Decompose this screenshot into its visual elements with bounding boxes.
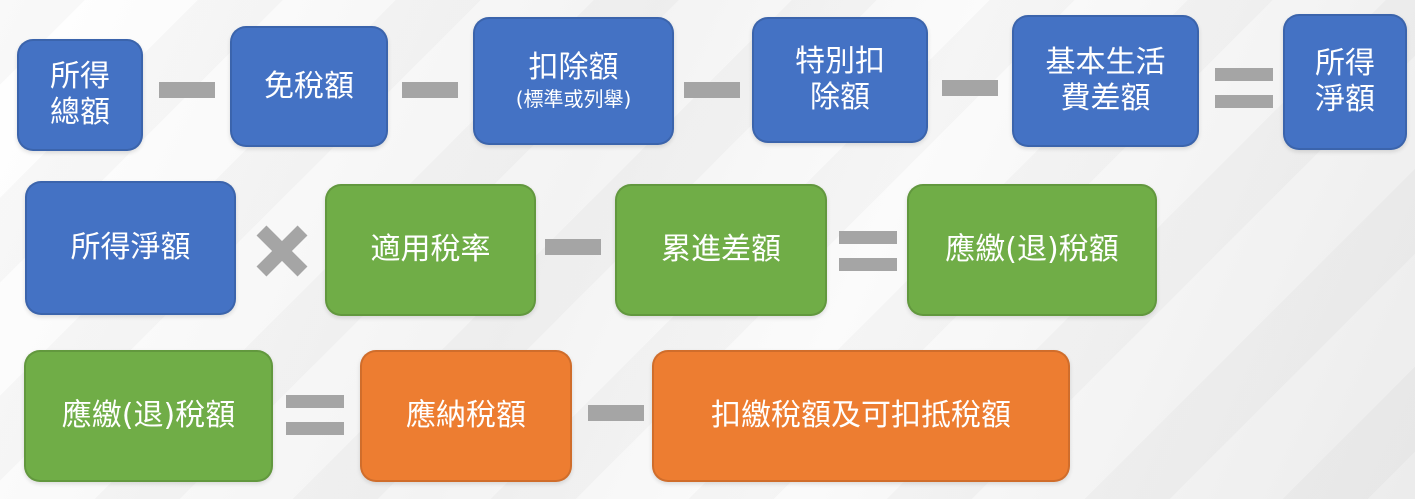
exemption-label: 免稅額: [264, 68, 354, 104]
tax-payable-label: 應繳(退)稅額: [945, 232, 1119, 267]
net-income-line2: 淨額: [1315, 82, 1375, 117]
special-deduction-line1: 特別扣: [795, 44, 885, 79]
tax-due-label: 應納稅額: [406, 398, 526, 433]
minus-operator-2: [402, 82, 458, 98]
net-income-box-2: 所得淨額: [25, 181, 236, 315]
deduction-box: 扣除額 (標準或列舉): [473, 17, 674, 145]
deduction-sublabel: (標準或列舉): [515, 87, 632, 111]
minus-operator-5: [545, 239, 601, 255]
progressive-difference-box: 累進差額: [615, 184, 827, 316]
tax-payable-box: 應繳(退)稅額: [907, 184, 1157, 316]
exemption-box: 免稅額: [230, 26, 388, 147]
tax-payable-label-2: 應繳(退)稅額: [61, 398, 236, 433]
equals-operator-3: [286, 395, 344, 435]
equals-operator-2: [839, 231, 897, 271]
deduction-label: 扣除額: [528, 50, 619, 85]
equals-operator-1: [1215, 68, 1273, 108]
gross-income-box: 所得 總額: [17, 39, 143, 151]
tax-payable-box-2: 應繳(退)稅額: [24, 350, 273, 482]
withheld-credit-label: 扣繳稅額及可扣抵稅額: [711, 398, 1011, 433]
gross-income-line2: 總額: [50, 95, 110, 130]
special-deduction-line2: 除額: [810, 80, 870, 115]
basic-living-line2: 費差額: [1060, 81, 1151, 116]
basic-living-line1: 基本生活: [1045, 45, 1166, 80]
gross-income-line1: 所得: [50, 59, 110, 94]
progressive-difference-label: 累進差額: [661, 232, 781, 267]
tax-due-box: 應納稅額: [360, 350, 572, 482]
special-deduction-box: 特別扣 除額: [752, 17, 928, 143]
applicable-rate-label: 適用稅率: [370, 232, 491, 267]
minus-operator-3: [684, 82, 740, 98]
net-income-label: 所得淨額: [70, 230, 191, 265]
net-income-line1: 所得: [1315, 46, 1375, 81]
minus-operator-4: [942, 80, 998, 96]
multiply-operator: [257, 226, 307, 276]
withheld-credit-box: 扣繳稅額及可扣抵稅額: [652, 350, 1070, 482]
net-income-box: 所得 淨額: [1283, 14, 1407, 150]
minus-operator-6: [588, 405, 644, 421]
applicable-rate-box: 適用稅率: [325, 184, 536, 316]
basic-living-difference-box: 基本生活 費差額: [1012, 15, 1199, 147]
minus-operator-1: [159, 82, 215, 98]
